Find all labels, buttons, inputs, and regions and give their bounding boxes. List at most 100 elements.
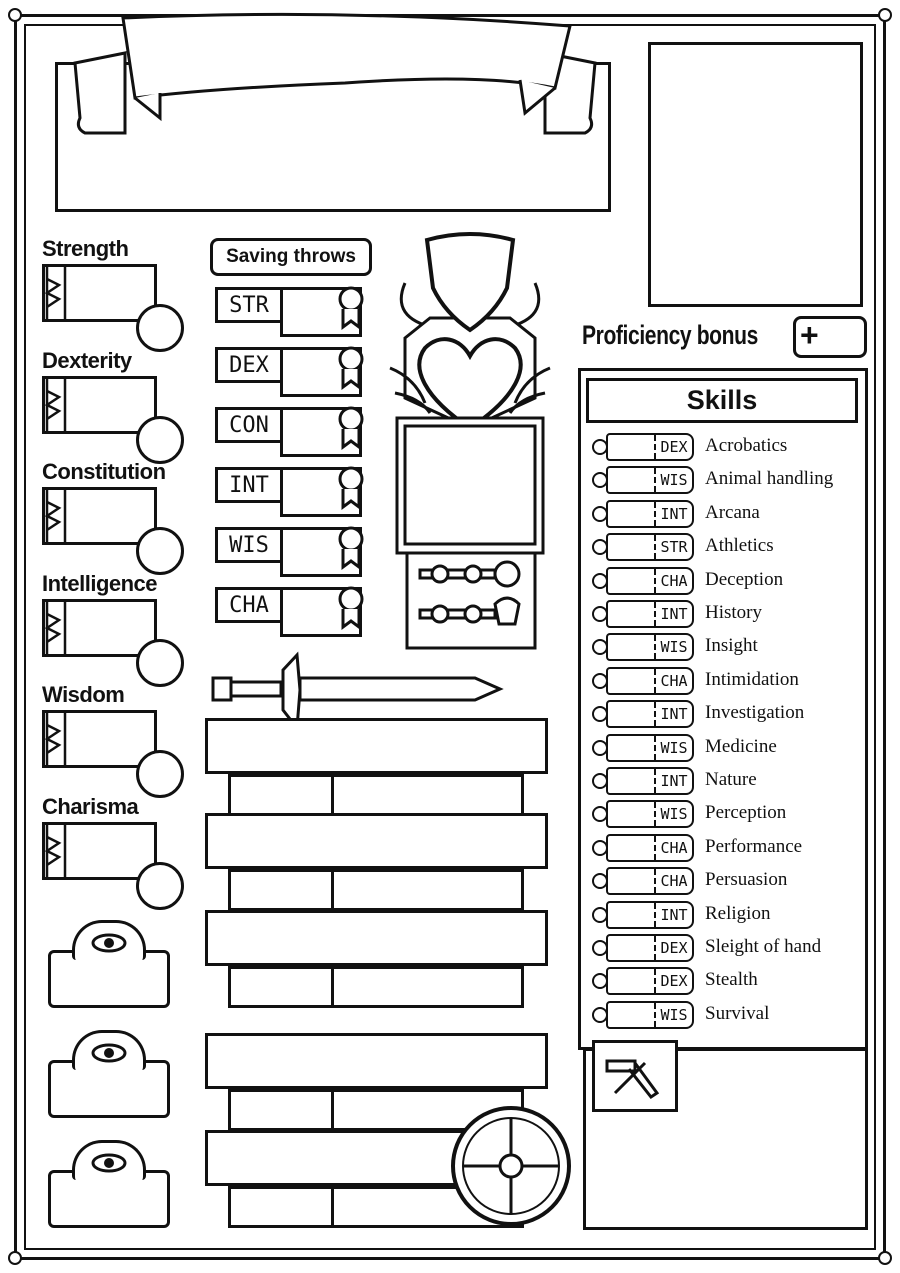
skill-ability: INT [654,602,692,626]
skill-value-field[interactable]: CHA [606,833,694,862]
weapon-damage-field[interactable] [331,774,524,816]
passive-perception-field[interactable] [48,1170,170,1228]
weapon-attack-field[interactable] [228,966,331,1008]
skill-value-field[interactable]: CHA [606,666,694,695]
proficiency-ribbon-icon[interactable] [337,345,367,390]
ability-modifier-field[interactable] [136,527,184,575]
skill-name: Persuasion [705,869,788,891]
skill-row: INT Investigation [590,700,860,729]
skill-value-field[interactable]: WIS [606,733,694,762]
skill-proficiency-checkbox[interactable] [592,940,608,956]
skill-value-field[interactable]: INT [606,700,694,729]
skill-value-field[interactable]: CHA [606,566,694,595]
zigzag-ornament [45,601,67,654]
skill-name: Animal handling [705,468,834,490]
skill-value-field[interactable]: INT [606,767,694,795]
skill-value-field[interactable]: INT [606,499,694,528]
skill-proficiency-checkbox[interactable] [592,572,608,589]
skill-value-field[interactable]: INT [606,900,694,929]
skill-name: Religion [705,902,771,924]
proficiency-ribbon-icon[interactable] [337,585,367,630]
ability-label: Dexterity [42,347,132,373]
skill-value-field[interactable]: INT [606,600,694,628]
skill-proficiency-checkbox[interactable] [592,873,608,890]
skill-proficiency-checkbox[interactable] [592,606,608,622]
ability-modifier-field[interactable] [136,415,184,464]
weapon-attack-field[interactable] [228,869,331,911]
skill-proficiency-checkbox[interactable] [592,706,608,723]
skill-proficiency-checkbox[interactable] [592,739,608,756]
corner-ornament [8,8,22,22]
skill-row: WIS Medicine [590,733,860,762]
skill-proficiency-checkbox[interactable] [592,973,608,990]
portrait-box[interactable] [648,42,863,307]
skill-value-field[interactable]: CHA [606,867,694,896]
ability-score-field[interactable] [42,375,157,434]
skill-value-field[interactable]: WIS [606,633,694,662]
skill-value-field[interactable]: DEX [606,433,694,461]
character-name-field[interactable] [55,62,611,212]
proficiency-bonus-field[interactable]: + [793,316,867,358]
saving-throw-tag: CHA [215,587,283,623]
ability-score-field[interactable] [42,710,157,768]
skill-row: CHA Persuasion [590,867,860,896]
weapon-attack-field[interactable] [228,1089,331,1131]
skill-ability: INT [654,702,692,727]
weapon-name-field[interactable] [205,813,548,869]
ability-modifier-field[interactable] [136,638,184,687]
skill-value-field[interactable]: STR [606,533,694,562]
skill-proficiency-checkbox[interactable] [592,472,608,489]
weapon-name-field[interactable] [205,910,548,966]
ability-modifier-field[interactable] [136,861,184,910]
weapon-damage-field[interactable] [331,869,524,911]
skill-value-field[interactable]: DEX [606,967,694,996]
skill-proficiency-checkbox[interactable] [592,505,608,522]
skill-name: Survival [705,1002,770,1024]
proficiency-ribbon-icon[interactable] [337,285,367,330]
ability-modifier-field[interactable] [136,304,184,352]
weapon-name-field[interactable] [205,718,548,774]
skill-proficiency-checkbox[interactable] [592,672,608,689]
skill-row: CHA Intimidation [590,666,860,695]
sword-icon [211,651,504,732]
skill-proficiency-checkbox[interactable] [592,1006,608,1023]
skill-proficiency-checkbox[interactable] [592,906,608,923]
ability-score-field[interactable] [42,821,157,880]
ability-score-field[interactable] [42,598,157,657]
proficiency-ribbon-icon[interactable] [337,405,367,450]
corner-ornament [878,8,892,22]
weapon-damage-field[interactable] [331,966,524,1008]
skill-row: INT History [590,600,860,628]
skills-title: Skills [686,385,758,415]
skill-ability: WIS [654,635,692,660]
ability-score-field[interactable] [42,264,157,322]
skill-row: WIS Survival [590,1000,860,1029]
saving-throw-ability: WIS [229,532,269,558]
hammer-icon [605,1059,660,1100]
ability-modifier-field[interactable] [136,750,184,798]
skill-value-field[interactable]: WIS [606,466,694,495]
skill-ability: DEX [654,936,692,960]
zigzag-ornament [45,378,67,431]
weapon-name-field[interactable] [205,1033,548,1089]
skill-proficiency-checkbox[interactable] [592,773,608,789]
skill-value-field[interactable]: WIS [606,800,694,829]
weapon-attack-field[interactable] [228,1186,331,1228]
skill-value-field[interactable]: WIS [606,1000,694,1029]
skill-proficiency-checkbox[interactable] [592,806,608,823]
eye-icon [72,1140,146,1180]
skill-row: WIS Insight [590,633,860,662]
skill-proficiency-checkbox[interactable] [592,539,608,556]
weapon-attack-field[interactable] [228,774,331,816]
scroll-banner [73,12,597,135]
skill-proficiency-checkbox[interactable] [592,839,608,856]
ability-score-field[interactable] [42,487,157,545]
armor-hp-emblem [389,232,551,650]
skill-ability: STR [654,535,692,560]
skill-proficiency-checkbox[interactable] [592,439,608,455]
proficiency-ribbon-icon[interactable] [337,465,367,510]
skill-value-field[interactable]: DEX [606,934,694,962]
skill-proficiency-checkbox[interactable] [592,639,608,656]
proficiency-ribbon-icon[interactable] [337,525,367,570]
saving-throw-tag: DEX [215,347,283,383]
